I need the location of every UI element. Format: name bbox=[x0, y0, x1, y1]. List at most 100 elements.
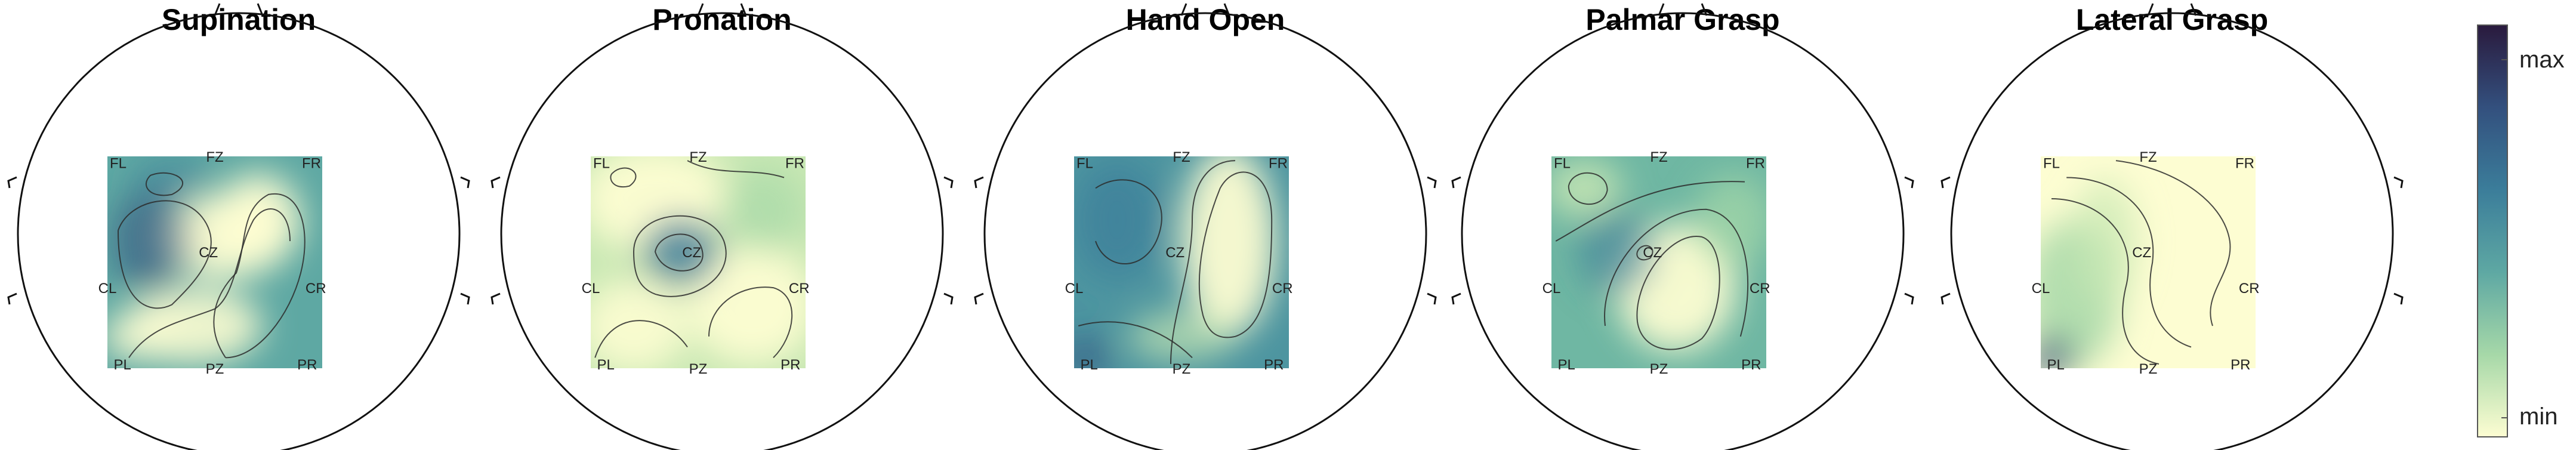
panel-title: Pronation bbox=[652, 3, 792, 36]
contour-line bbox=[2051, 198, 2159, 365]
contour-line bbox=[1636, 245, 1653, 261]
ear-marker bbox=[1427, 292, 1437, 305]
electrode-label: CL bbox=[1065, 281, 1084, 297]
contour-line bbox=[128, 208, 291, 358]
contour-line bbox=[610, 167, 637, 188]
electrode-label: FZ bbox=[206, 149, 223, 165]
electrode-label: FL bbox=[1554, 156, 1571, 172]
electrode-label: CL bbox=[2032, 281, 2050, 297]
ear-marker bbox=[460, 292, 470, 305]
contour-line bbox=[594, 320, 688, 358]
contour-line bbox=[1555, 181, 1745, 242]
contour-line bbox=[213, 193, 306, 359]
contour-line bbox=[2066, 177, 2192, 348]
electrode-label: CZ bbox=[199, 245, 218, 261]
electrode-label: PR bbox=[780, 357, 800, 373]
head-outline bbox=[500, 12, 944, 450]
head-outline bbox=[1950, 12, 2394, 450]
nose-marker bbox=[214, 3, 264, 16]
contour-line bbox=[1095, 179, 1162, 264]
contour-line bbox=[1568, 172, 1608, 205]
ear-marker bbox=[490, 176, 501, 189]
ear-marker bbox=[460, 176, 470, 189]
electrode-label: FL bbox=[110, 156, 127, 172]
heatmap bbox=[2041, 156, 2256, 368]
contour-line bbox=[2115, 160, 2231, 326]
electrode-label: FR bbox=[1269, 156, 1288, 172]
contour-line bbox=[1604, 208, 1749, 337]
contour-line bbox=[1198, 171, 1273, 338]
electrode-label: CZ bbox=[2132, 245, 2151, 261]
electrode-label: FZ bbox=[1650, 149, 1667, 165]
head-outline bbox=[983, 12, 1427, 450]
electrode-label: CL bbox=[582, 281, 600, 297]
electrode-label: FR bbox=[2235, 156, 2254, 172]
contour-line bbox=[1078, 321, 1193, 359]
electrode-label: FR bbox=[785, 156, 804, 172]
electrode-label: FR bbox=[302, 156, 321, 172]
electrode-label: CR bbox=[2239, 281, 2260, 297]
electrode-label: PR bbox=[1741, 357, 1761, 373]
colorbar-max-label: max bbox=[2519, 47, 2565, 73]
panel-title: Lateral Grasp bbox=[2075, 3, 2269, 36]
electrode-label: CZ bbox=[1643, 245, 1662, 261]
electrode-label: FZ bbox=[689, 149, 707, 165]
ear-marker bbox=[1451, 176, 1461, 189]
ear-marker bbox=[943, 176, 954, 189]
electrode-label: CZ bbox=[682, 245, 701, 261]
electrode-label: FZ bbox=[2139, 149, 2157, 165]
colorbar-gradient bbox=[2477, 24, 2508, 437]
electrode-label: PL bbox=[597, 357, 615, 373]
ear-marker bbox=[1904, 292, 1914, 305]
nose-marker bbox=[1658, 3, 1708, 16]
head-outline bbox=[17, 12, 461, 450]
ear-marker bbox=[1451, 292, 1461, 305]
electrode-label: FL bbox=[593, 156, 610, 172]
electrode-label: CR bbox=[1272, 281, 1293, 297]
ear-marker bbox=[1904, 176, 1914, 189]
electrode-label: CZ bbox=[1165, 245, 1184, 261]
ear-marker bbox=[1941, 292, 1951, 305]
electrode-label: CL bbox=[1542, 281, 1561, 297]
head-outline bbox=[1461, 12, 1905, 450]
nose-marker bbox=[1180, 3, 1230, 16]
electrode-label: PZ bbox=[1650, 361, 1668, 377]
electrode-label: PR bbox=[297, 357, 317, 373]
contour-line bbox=[118, 200, 212, 309]
nose-marker bbox=[697, 3, 747, 16]
heatmap bbox=[1551, 156, 1766, 368]
contour-line bbox=[687, 160, 785, 178]
heatmap bbox=[1074, 156, 1289, 368]
ear-marker bbox=[1427, 176, 1437, 189]
contour-line bbox=[146, 172, 183, 196]
electrode-label: FL bbox=[1076, 156, 1093, 172]
contour-line bbox=[1170, 160, 1236, 364]
ear-marker bbox=[7, 176, 17, 189]
contour-line bbox=[633, 215, 727, 297]
electrode-label: CL bbox=[98, 281, 117, 297]
electrode-label: PL bbox=[114, 357, 131, 373]
electrode-label: PZ bbox=[1173, 361, 1191, 377]
topoplot-svg: FL FZ FR CL CZ CR PL PZ PR bbox=[1451, 3, 1914, 450]
electrode-label: PZ bbox=[689, 361, 708, 377]
ear-marker bbox=[1941, 176, 1951, 189]
heatmap bbox=[591, 156, 806, 368]
contour-line bbox=[708, 286, 793, 359]
electrode-label: PL bbox=[1558, 357, 1575, 373]
ear-marker bbox=[7, 292, 17, 305]
ear-marker bbox=[2393, 176, 2404, 189]
electrode-label: FR bbox=[1746, 156, 1765, 172]
electrode-label: CR bbox=[1750, 281, 1770, 297]
heatmap bbox=[107, 156, 322, 368]
electrode-label: CR bbox=[306, 281, 326, 297]
